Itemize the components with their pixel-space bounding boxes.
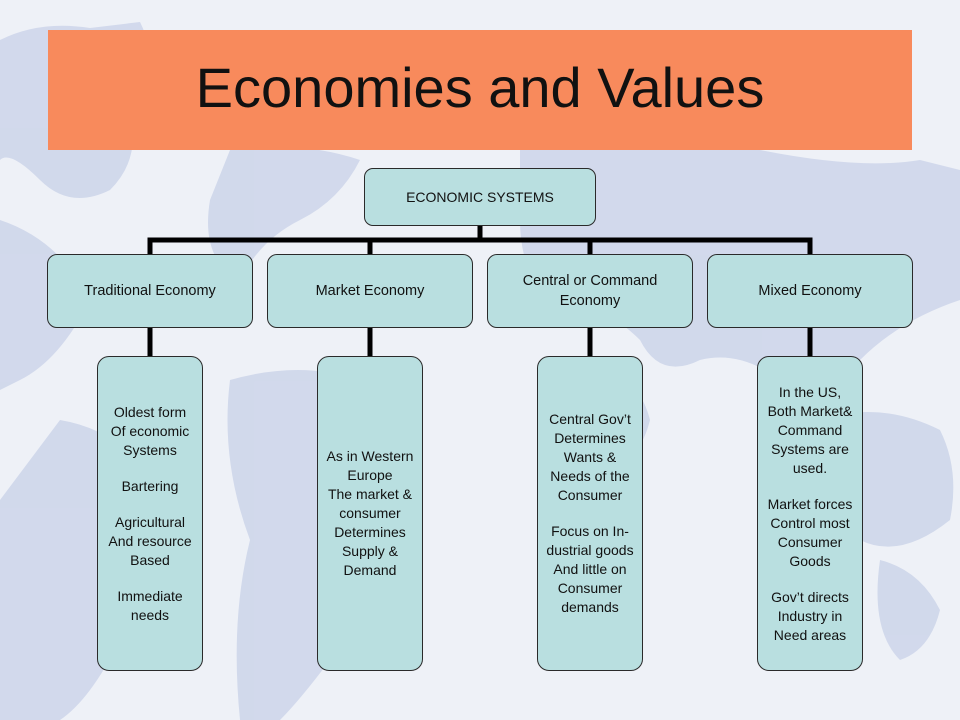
category-label: Mixed Economy bbox=[758, 283, 862, 299]
page-title: Economies and Values bbox=[195, 55, 765, 119]
detail-paragraph: Bartering bbox=[121, 477, 179, 494]
root-node-economic-systems: ECONOMIC SYSTEMS bbox=[364, 168, 596, 226]
category-node-market: Market Economy bbox=[267, 254, 473, 328]
root-node-label: ECONOMIC SYSTEMS bbox=[406, 189, 554, 205]
category-label: Market Economy bbox=[315, 283, 425, 299]
category-node-traditional: Traditional Economy bbox=[47, 254, 253, 328]
category-label: Traditional Economy bbox=[84, 283, 216, 299]
category-label: Central or Command Economy bbox=[522, 273, 658, 309]
title-banner: Economies and Values bbox=[48, 30, 912, 150]
category-node-mixed: Mixed Economy bbox=[707, 254, 913, 328]
category-node-command: Central or Command Economy bbox=[487, 254, 693, 328]
